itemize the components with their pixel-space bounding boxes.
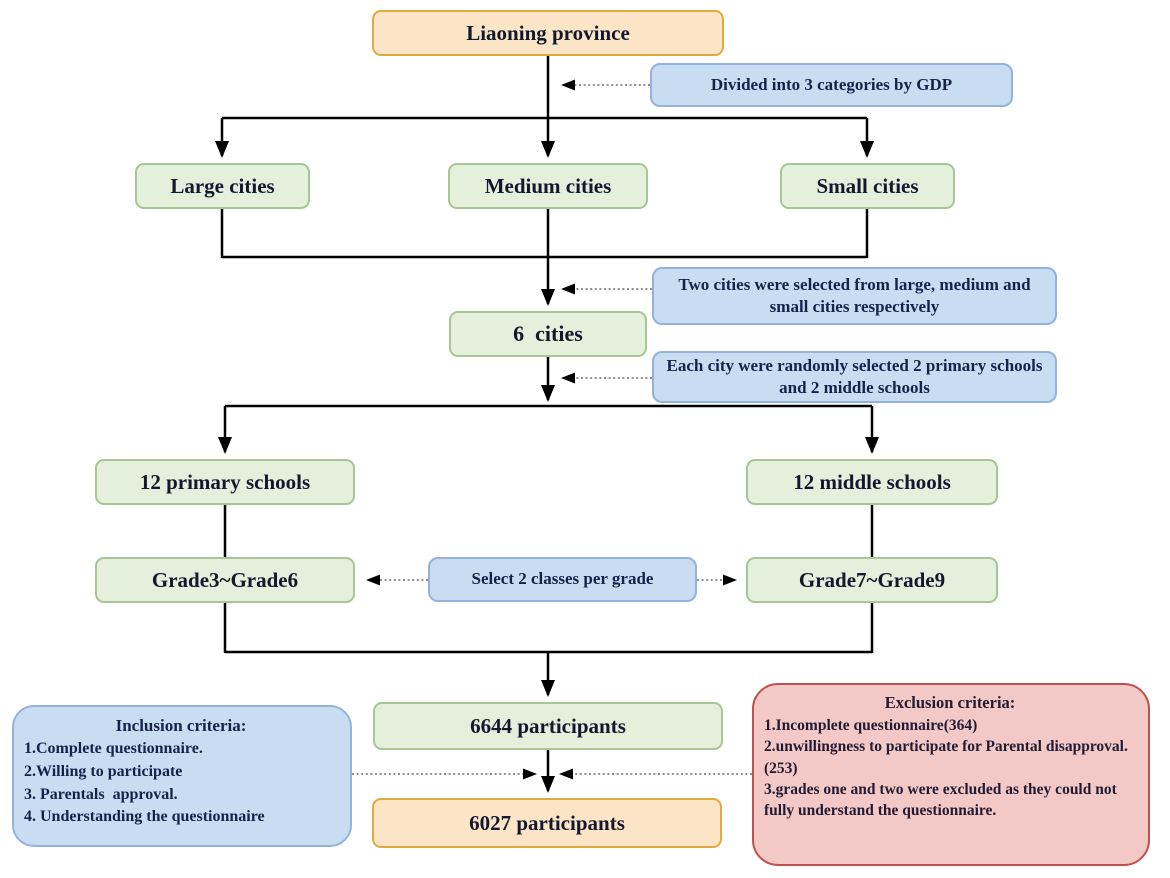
exclusion-item: 2.unwillingness to participate for Paren… — [764, 738, 1128, 777]
node-middle-schools: 12 middle schools — [746, 459, 998, 505]
node-liaoning-province: Liaoning province — [372, 10, 724, 56]
node-six-cities: 6 cities — [449, 311, 647, 357]
node-large-cities: Large cities — [135, 163, 310, 209]
exclusion-item: 3.grades one and two were excluded as th… — [764, 780, 1121, 820]
inclusion-item: 3. Parentals approval. — [24, 785, 178, 803]
node-primary-schools: 12 primary schools — [95, 459, 355, 505]
inclusion-item: 2.Willing to participate — [24, 762, 183, 780]
node-participants-6644: 6644 participants — [373, 702, 723, 750]
node-medium-cities: Medium cities — [448, 163, 648, 209]
exclusion-item: 1.Incomplete questionnaire(364) — [764, 716, 978, 734]
note-class-selection: Select 2 classes per grade — [428, 557, 697, 602]
node-grades-3-6: Grade3~Grade6 — [95, 557, 355, 603]
exclusion-criteria-title: Exclusion criteria: — [884, 693, 1016, 712]
node-small-cities: Small cities — [780, 163, 955, 209]
node-grades-7-9: Grade7~Grade9 — [746, 557, 998, 603]
inclusion-item: 4. Understanding the questionnaire — [24, 808, 265, 826]
note-school-selection: Each city were randomly selected 2 prima… — [652, 351, 1057, 403]
inclusion-criteria-box: Inclusion criteria: 1.Complete questionn… — [12, 705, 352, 847]
node-participants-6027: 6027 participants — [372, 798, 722, 848]
exclusion-criteria-box: Exclusion criteria: 1.Incomplete questio… — [752, 683, 1150, 866]
note-city-selection: Two cities were selected from large, med… — [652, 267, 1057, 325]
note-gdp-categories: Divided into 3 categories by GDP — [650, 63, 1013, 107]
inclusion-criteria-title: Inclusion criteria: — [115, 716, 247, 735]
inclusion-item: 1.Complete questionnaire. — [24, 740, 203, 758]
